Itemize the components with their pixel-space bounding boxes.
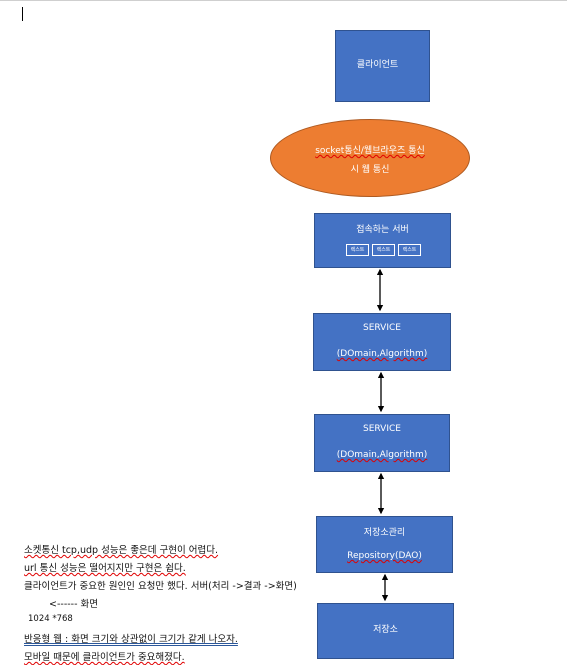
storage-management-box[interactable]: 저장소관리 Repository(DAO) [316, 516, 453, 573]
ellipse-line-1: socket통신/웹브라우즈 통신 [315, 146, 425, 156]
storage-management-title: 저장소관리 [363, 528, 406, 538]
note-line-7: 모바일 때문에 클라이언트가 중요해졌다. [24, 652, 185, 663]
text-cursor [22, 7, 23, 21]
note-line-5: 1024 *768 [28, 614, 73, 624]
note-line-3: 클라이언트가 중요한 원인인 요청만 했다. 서버(처리 ->결과 ->화면) [24, 581, 297, 592]
service-box-1[interactable]: SERVICE (DOmain,Algorithm) [313, 313, 451, 371]
note-line-4: <------ 화면 [49, 599, 99, 610]
service-1-subtitle: (DOmain,Algorithm) [336, 349, 428, 359]
client-box[interactable]: 클라이언트 [335, 30, 430, 102]
client-box-label: 클라이언트 [356, 60, 399, 70]
storage-box[interactable]: 저장소 [317, 603, 454, 659]
ellipse-line-2: 시 웹 통신 [350, 165, 390, 175]
communication-ellipse[interactable]: socket통신/웹브라우즈 통신 시 웹 통신 [270, 119, 470, 197]
server-box-label: 접속하는 서버 [356, 225, 409, 235]
server-tab-1: 렉스트 [346, 244, 369, 256]
note-line-2: url 통신 성능은 떨어지지만 구현은 쉽다. [24, 563, 186, 574]
service-1-title: SERVICE [363, 323, 401, 333]
storage-management-subtitle: Repository(DAO) [347, 551, 422, 561]
service-2-subtitle: (DOmain,Algorithm) [336, 450, 428, 460]
server-tab-2: 렉스트 [372, 244, 395, 256]
storage-box-label: 저장소 [373, 625, 398, 635]
service-2-title: SERVICE [363, 424, 401, 434]
server-box[interactable]: 접속하는 서버 렉스트 렉스트 렉스트 [314, 213, 451, 268]
service-box-2[interactable]: SERVICE (DOmain,Algorithm) [314, 414, 450, 472]
page-top-border [0, 0, 567, 1]
server-tab-3: 렉스트 [398, 244, 421, 256]
note-line-1: 소켓통신 tcp,udp 성능은 좋은데 구현이 어렵다. [24, 545, 219, 556]
note-line-6: 반응형 웹 : 화면 크기와 상관없이 크기가 같게 나오자. [24, 634, 238, 645]
